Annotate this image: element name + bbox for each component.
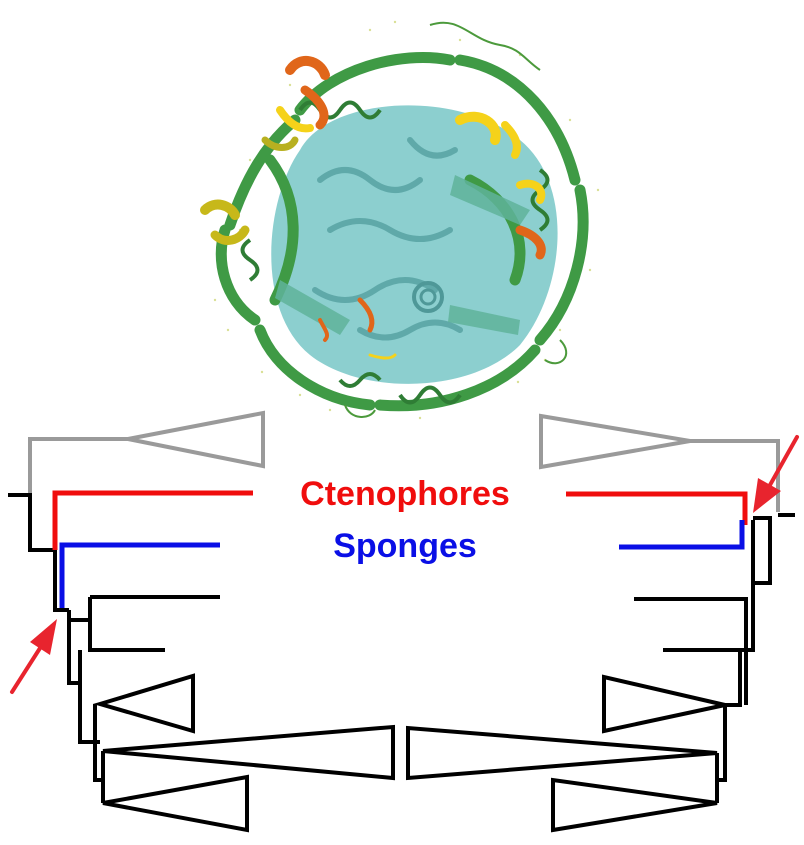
left-remaining-clades bbox=[53, 550, 395, 833]
left-root bbox=[8, 493, 55, 552]
ctenophores-label: Ctenophores bbox=[300, 475, 510, 513]
right-ctenophores-branch bbox=[566, 491, 748, 525]
right-sponges-branch bbox=[619, 520, 745, 550]
right-outgroup-clade bbox=[539, 413, 780, 512]
red-arrow-icon bbox=[10, 619, 57, 694]
right-remaining-clades bbox=[406, 520, 755, 833]
red-arrow-icon bbox=[753, 435, 799, 513]
protein-structure-ribbon-icon bbox=[200, 20, 600, 420]
right-root bbox=[753, 513, 795, 585]
left-ctenophores-branch bbox=[52, 490, 253, 550]
sponges-label: Sponges bbox=[333, 527, 477, 565]
left-tree bbox=[8, 410, 395, 833]
left-sponges-branch bbox=[59, 542, 220, 610]
left-outgroup-clade bbox=[28, 410, 265, 495]
right-tree bbox=[406, 413, 795, 833]
